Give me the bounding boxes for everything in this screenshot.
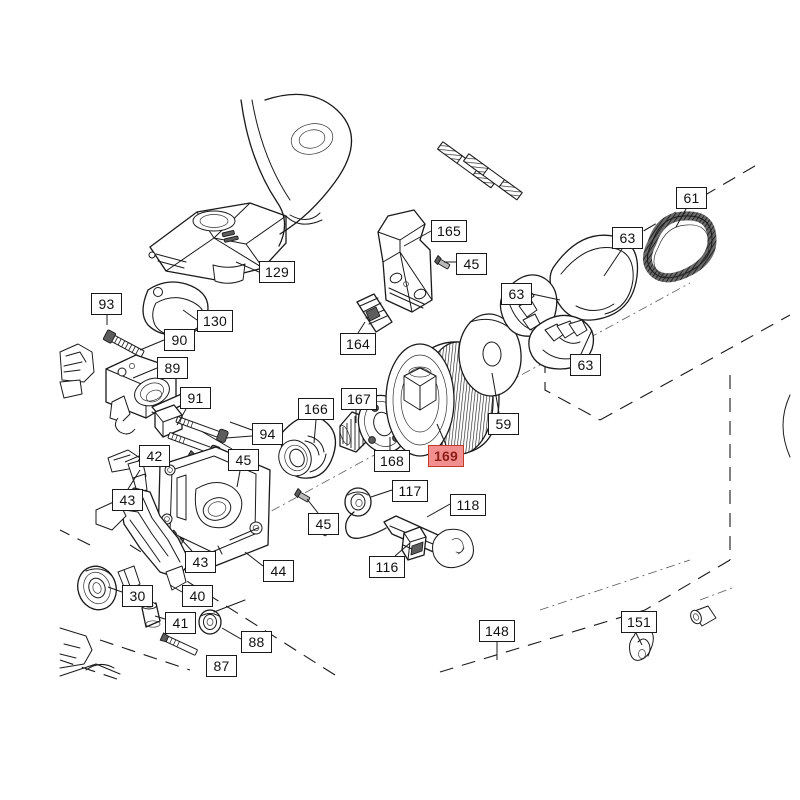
leader-30 — [107, 586, 123, 593]
leader-59 — [491, 372, 500, 414]
part-callout-94[interactable]: 94 — [252, 423, 283, 445]
part-90-screw — [103, 329, 145, 358]
part-callout-116[interactable]: 116 — [369, 556, 405, 578]
part-42-lever — [107, 449, 148, 493]
leader-42 — [124, 455, 140, 463]
leader-88 — [221, 627, 242, 640]
leader-169 — [436, 423, 447, 446]
leader-40 — [169, 584, 183, 593]
leader-63a — [531, 293, 561, 301]
part-callout-30[interactable]: 30 — [122, 585, 153, 607]
part-88-nut — [198, 599, 246, 635]
leader-117 — [370, 489, 393, 498]
part-callout-63[interactable]: 63 — [612, 227, 643, 249]
leader-165 — [403, 230, 432, 247]
leader-43b — [179, 537, 193, 552]
part-129-tank — [148, 202, 287, 284]
part-callout-88[interactable]: 88 — [241, 631, 272, 653]
partial-chassis-bottom-left — [59, 627, 121, 677]
part-117-roller — [344, 487, 372, 517]
part-callout-129[interactable]: 129 — [259, 261, 295, 283]
leader-63c — [580, 329, 593, 355]
machine-body-shell — [240, 93, 353, 247]
leader-118 — [426, 503, 451, 518]
leader-45a — [200, 430, 241, 488]
leader-130 — [182, 309, 198, 321]
part-callout-165[interactable]: 165 — [431, 220, 467, 242]
part-callout-148[interactable]: 148 — [479, 620, 515, 642]
part-callout-45[interactable]: 45 — [456, 253, 487, 275]
part-callout-87[interactable]: 87 — [206, 655, 237, 677]
part-callout-130[interactable]: 130 — [197, 310, 233, 332]
leader-89 — [132, 367, 158, 379]
part-callout-168[interactable]: 168 — [374, 450, 410, 472]
part-callout-43[interactable]: 43 — [185, 551, 216, 573]
leader-41 — [154, 615, 166, 620]
part-callout-117[interactable]: 117 — [392, 480, 428, 502]
leader-116 — [394, 542, 411, 557]
part-164-rail — [356, 293, 393, 333]
leader-44 — [244, 551, 264, 567]
leader-lines — [106, 208, 687, 660]
part-44-chassis — [157, 446, 271, 569]
part-callout-118[interactable]: 118 — [450, 494, 486, 516]
part-callout-90[interactable]: 90 — [164, 329, 195, 351]
part-166-drive-worm — [278, 415, 337, 479]
leader-166 — [313, 419, 317, 444]
part-93-bracket — [59, 343, 95, 399]
part-callout-91[interactable]: 91 — [180, 387, 211, 409]
leader-61 — [675, 208, 687, 228]
part-61-clutch-spring — [642, 211, 717, 283]
part-callout-45[interactable]: 45 — [228, 449, 259, 471]
part-callout-93[interactable]: 93 — [91, 293, 122, 315]
part-165-guide-plate — [377, 209, 433, 313]
part-callout-169-highlighted[interactable]: 169 — [428, 445, 464, 467]
part-callout-42[interactable]: 42 — [139, 445, 170, 467]
leader-164 — [357, 321, 366, 334]
part-91-insulator — [154, 404, 183, 438]
part-callout-63[interactable]: 63 — [501, 283, 532, 305]
part-callout-164[interactable]: 164 — [340, 333, 376, 355]
part-callout-59[interactable]: 59 — [488, 413, 519, 435]
leader-91 — [176, 408, 187, 426]
leader-43a — [127, 469, 141, 490]
part-116-clip — [401, 526, 427, 561]
part-30-bearing — [77, 565, 117, 611]
leader-63b — [603, 248, 623, 277]
part-callout-45[interactable]: 45 — [308, 513, 339, 535]
part-bush-right-edge — [690, 587, 733, 627]
part-callout-44[interactable]: 44 — [263, 560, 294, 582]
part-studs-top — [436, 141, 523, 201]
part-callout-63[interactable]: 63 — [570, 354, 601, 376]
part-callout-166[interactable]: 166 — [298, 398, 334, 420]
part-callout-41[interactable]: 41 — [165, 612, 196, 634]
part-callout-151[interactable]: 151 — [621, 611, 657, 633]
part-87-bolt — [159, 632, 198, 656]
leader-129 — [235, 261, 260, 273]
part-callout-167[interactable]: 167 — [341, 388, 377, 410]
leader-90 — [139, 339, 165, 351]
part-callout-43[interactable]: 43 — [112, 489, 143, 511]
part-59-washer — [458, 313, 522, 397]
leader-151 — [635, 632, 643, 646]
part-callout-89[interactable]: 89 — [157, 357, 188, 379]
part-callout-61[interactable]: 61 — [676, 187, 707, 209]
part-callout-40[interactable]: 40 — [182, 585, 213, 607]
leader-94 — [225, 421, 253, 439]
